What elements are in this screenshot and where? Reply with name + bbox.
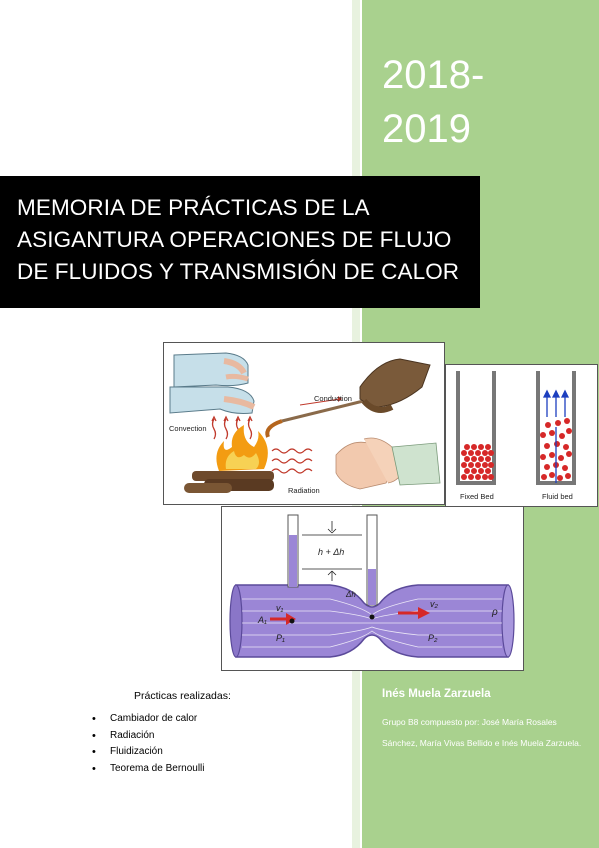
year-label: 2018- 2019 xyxy=(382,48,484,156)
heat-transfer-image: Convection Conduction Radiation xyxy=(163,342,445,505)
practicas-heading: Prácticas realizadas: xyxy=(134,690,231,702)
document-title: MEMORIA DE PRÁCTICAS DE LA ASIGANTURA OP… xyxy=(17,192,470,288)
year-line-1: 2018- xyxy=(382,53,485,97)
title-line-1: MEMORIA DE PRÁCTICAS DE LA xyxy=(17,195,370,220)
list-item: Fluidización xyxy=(92,744,205,761)
p1-label: P₁ xyxy=(276,633,285,643)
conduction-label: Conduction xyxy=(314,394,352,403)
title-line-3: DE FLUIDOS Y TRANSMISIÓN DE CALOR xyxy=(17,259,460,284)
fluidized-bed-image: Fixed Bed Fluid bed xyxy=(445,364,598,507)
practicas-list: Cambiador de calor Radiación Fluidizació… xyxy=(92,711,205,777)
group-description: Grupo B8 compuesto por: José María Rosal… xyxy=(382,717,582,748)
h-label: h + Δh xyxy=(318,547,344,557)
list-item: Cambiador de calor xyxy=(92,711,205,728)
radiation-label: Radiation xyxy=(288,486,320,495)
year-line-2: 2019 xyxy=(382,107,471,151)
list-item: Radiación xyxy=(92,728,205,745)
author-name: Inés Muela Zarzuela xyxy=(382,688,491,700)
fixed-bed-label: Fixed Bed xyxy=(460,492,494,501)
convection-label: Convection xyxy=(169,424,207,433)
v2-label: v₂ xyxy=(430,599,439,609)
title-line-2: ASIGANTURA OPERACIONES DE FLUJO xyxy=(17,227,452,252)
title-box: MEMORIA DE PRÁCTICAS DE LA ASIGANTURA OP… xyxy=(0,176,480,308)
v1-label: v₁ xyxy=(276,603,284,613)
dh-label: Δh xyxy=(345,590,356,599)
p2-label: P₂ xyxy=(428,633,438,643)
venturi-image: h + Δh Δh v₁ v₂ A₁ P₁ P₂ ρ xyxy=(221,506,524,671)
fluid-bed-label: Fluid bed xyxy=(542,492,573,501)
rho-label: ρ xyxy=(491,607,498,618)
a1-label: A₁ xyxy=(257,615,267,625)
list-item: Teorema de Bernoulli xyxy=(92,761,205,778)
